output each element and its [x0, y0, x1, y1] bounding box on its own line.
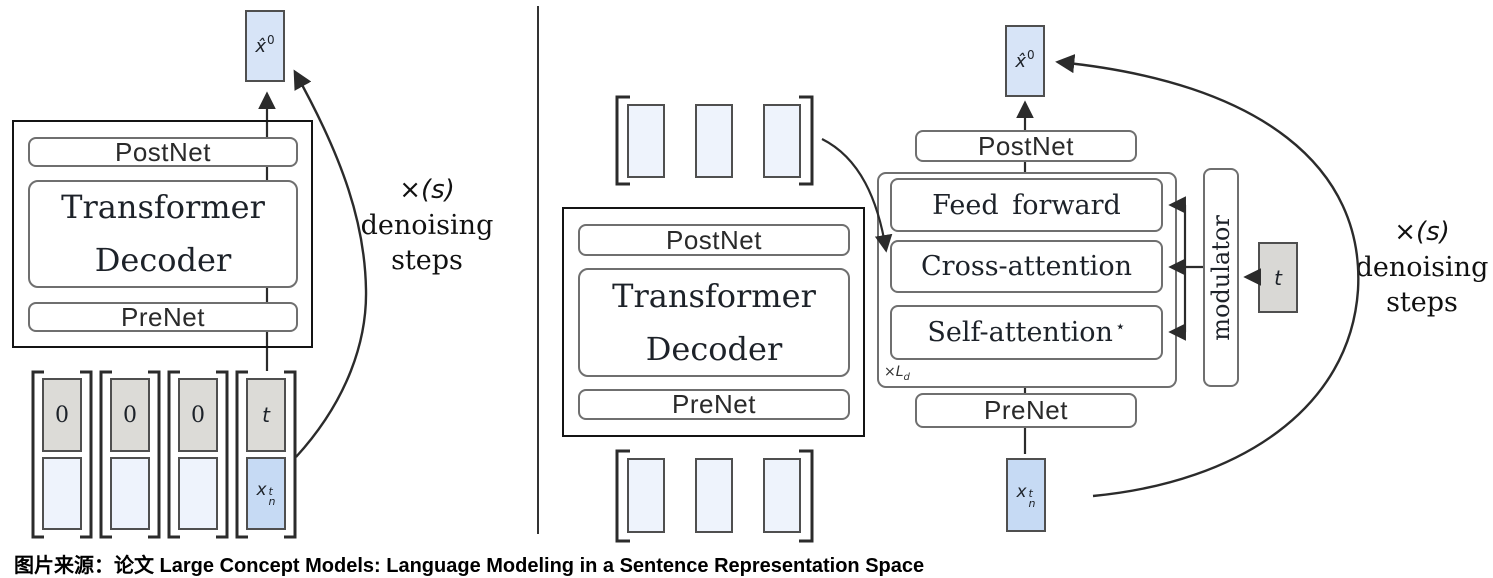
- left-transformer-decoder-label: Transformer Decoder: [61, 188, 265, 279]
- left-col1-zero-box: 0: [42, 378, 82, 452]
- right-timestep-box: t: [1258, 242, 1298, 313]
- right-denoising-steps-label: ×(s) denoising steps: [1355, 217, 1489, 318]
- left-col2-zero-box: 0: [110, 378, 150, 452]
- left-col3-zero-box: 0: [178, 378, 218, 452]
- right-contextualizer-prenet: PreNet: [578, 389, 850, 420]
- right-top-vector-1: [627, 104, 665, 178]
- right-output-vector-label: x̂0: [1015, 47, 1035, 72]
- prenet-label: PreNet: [984, 395, 1068, 425]
- right-transformer-decoder-label: Transformer Decoder: [612, 276, 816, 368]
- denoiser-self-attention: Self-attention⋆: [890, 305, 1163, 360]
- left-postnet: PostNet: [28, 137, 298, 167]
- right-contextualizer-postnet: PostNet: [578, 224, 850, 256]
- zero-label: 0: [55, 402, 69, 428]
- cross-attention-label: Cross-attention: [921, 251, 1132, 282]
- right-bottom-vector-3: [763, 458, 801, 533]
- right-bottom-vector-1: [627, 458, 665, 533]
- zero-label: 0: [123, 402, 137, 428]
- timestep-label: t: [262, 403, 270, 427]
- denoiser-repeat-label: ×Ld: [884, 364, 910, 383]
- zero-label: 0: [191, 402, 205, 428]
- self-attention-label: Self-attention⋆: [927, 317, 1126, 348]
- denoiser-cross-attention: Cross-attention: [890, 240, 1163, 293]
- left-postnet-label: PostNet: [115, 136, 211, 167]
- timestep-label: t: [1274, 265, 1282, 290]
- left-col4-timestep-box: t: [246, 378, 286, 452]
- postnet-label: PostNet: [978, 130, 1074, 161]
- postnet-label: PostNet: [666, 224, 762, 255]
- left-col2-empty-vector: [110, 457, 150, 530]
- left-output-vector: x̂0: [245, 10, 285, 82]
- right-output-vector: x̂0: [1005, 25, 1045, 97]
- caption: 图片来源：论文 Large Concept Models: Language M…: [14, 555, 925, 577]
- left-col1-empty-vector: [42, 457, 82, 530]
- denoiser-prenet: PreNet: [915, 393, 1137, 428]
- denoiser-feed-forward: Feed forward: [890, 178, 1163, 232]
- left-prenet-label: PreNet: [121, 301, 205, 332]
- right-top-vector-3: [763, 104, 801, 178]
- left-denoising-steps-label: ×(s) denoising steps: [360, 175, 494, 276]
- right-top-vector-2: [695, 104, 733, 178]
- left-prenet: PreNet: [28, 302, 298, 332]
- left-output-vector-label: x̂0: [255, 32, 275, 57]
- right-bottom-vector-2: [695, 458, 733, 533]
- left-transformer-decoder: Transformer Decoder: [28, 180, 298, 288]
- prenet-label: PreNet: [672, 389, 756, 419]
- right-transformer-decoder: Transformer Decoder: [578, 268, 850, 377]
- modulator-label: modulator: [1207, 214, 1236, 341]
- left-col3-empty-vector: [178, 457, 218, 530]
- feed-forward-label: Feed forward: [932, 189, 1121, 221]
- right-contextualizer-box: [562, 207, 865, 437]
- denoiser-postnet: PostNet: [915, 130, 1137, 162]
- modulator-box: modulator: [1203, 168, 1239, 387]
